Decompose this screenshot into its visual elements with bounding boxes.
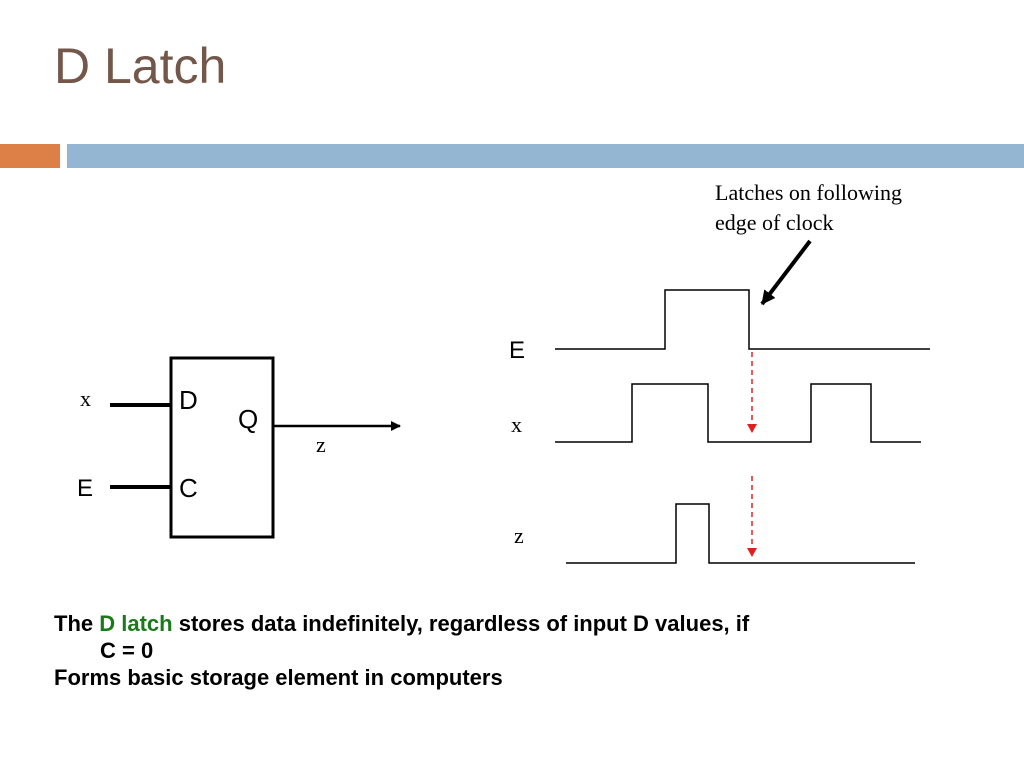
latch-box	[169, 356, 275, 539]
output-z-label: z	[316, 432, 326, 457]
body-line-1-pre: The	[54, 611, 100, 636]
annotation-arrow	[760, 239, 812, 306]
signal-e-waveform	[555, 289, 930, 350]
annotation-line-1: Latches on following	[715, 180, 902, 205]
latch-block: x E D C Q z	[77, 356, 401, 539]
input-x-label: x	[80, 386, 91, 411]
timing-diagram: Latches on following edge of clock E x z	[509, 180, 930, 564]
annotation-line-2: edge of clock	[715, 210, 834, 235]
pin-q-label: Q	[238, 404, 258, 434]
input-e-label: E	[77, 475, 93, 502]
pin-d-label: D	[179, 385, 198, 415]
signal-z-label: z	[514, 523, 524, 548]
slide-title: D Latch	[54, 38, 227, 94]
d-latch-highlight: D latch	[99, 611, 173, 636]
body-line-2: Forms basic storage element in computers	[54, 665, 503, 690]
body-line-1: The D latch stores data indefinitely, re…	[54, 610, 954, 637]
body-line-1-post: stores data indefinitely, regardless of …	[172, 611, 750, 636]
signal-x-waveform	[555, 383, 921, 443]
accent-bar-blue	[67, 144, 1024, 168]
signal-z-waveform	[566, 503, 915, 564]
signal-e-label: E	[509, 337, 525, 364]
accent-bar-orange	[0, 144, 60, 168]
pin-c-label: C	[179, 473, 198, 503]
body-text: The D latch stores data indefinitely, re…	[54, 610, 954, 691]
signal-x-label: x	[511, 412, 522, 437]
body-line-1-continuation: C = 0	[100, 638, 154, 663]
